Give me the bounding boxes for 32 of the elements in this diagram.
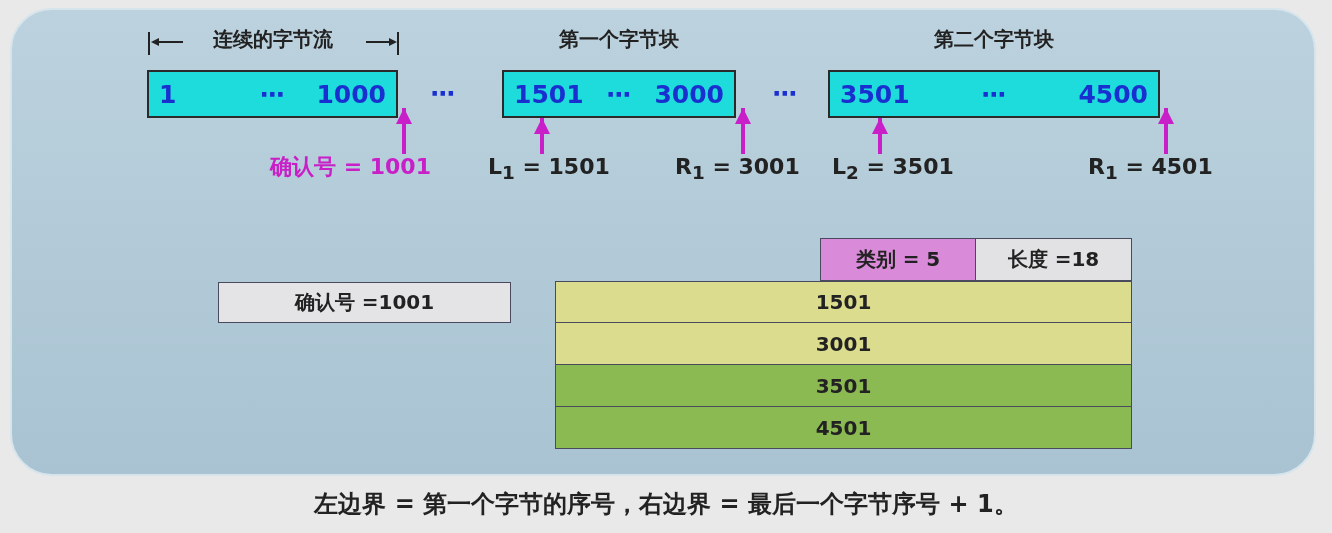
pointer-label: R$_{1}$ = 4501	[1088, 154, 1213, 184]
caption: 左边界 = 第一个字节的序号，右边界 = 最后一个字节序号 + 1。	[314, 490, 1018, 519]
pointer-label: L$_{1}$ = 1501	[488, 154, 610, 184]
ellipsis: ⋯	[772, 80, 798, 106]
sequence-number: 3000	[654, 81, 724, 107]
ellipsis: ⋯	[260, 81, 285, 107]
pointer-label: L$_{2}$ = 3501	[832, 154, 954, 184]
arrow	[1158, 108, 1174, 154]
ellipsis: ⋯	[981, 81, 1007, 107]
arrow	[396, 108, 412, 154]
ellipsis: ⋯	[606, 81, 632, 107]
sequence-number: 1000	[316, 81, 386, 107]
sequence-number: 1501	[514, 81, 584, 107]
sack-edge-cell: 1501	[555, 281, 1132, 323]
sack-edge-cell: 3501	[555, 364, 1132, 407]
sequence-number: 3501	[840, 81, 910, 107]
ellipsis: ⋯	[430, 80, 456, 106]
arrow	[735, 108, 751, 154]
arrow	[534, 118, 550, 154]
sequence-number: 1	[159, 81, 177, 107]
sack-edge-cell: 3001	[555, 322, 1132, 365]
ack-number-cell: 确认号 =1001	[218, 282, 511, 323]
sequence-number: 4500	[1078, 81, 1148, 107]
option-length-cell: 长度 =18	[975, 238, 1132, 281]
block-heading: 连续的字节流	[212, 28, 333, 50]
pointer-label: R$_{1}$ = 3001	[675, 154, 800, 184]
block-heading: 第二个字节块	[934, 28, 1054, 50]
block-heading: 第一个字节块	[559, 28, 679, 50]
option-kind-cell: 类别 = 5	[820, 238, 976, 281]
sack-edge-cell: 4501	[555, 406, 1132, 449]
arrow	[872, 118, 888, 154]
pointer-label: 确认号 = 1001	[270, 154, 431, 180]
